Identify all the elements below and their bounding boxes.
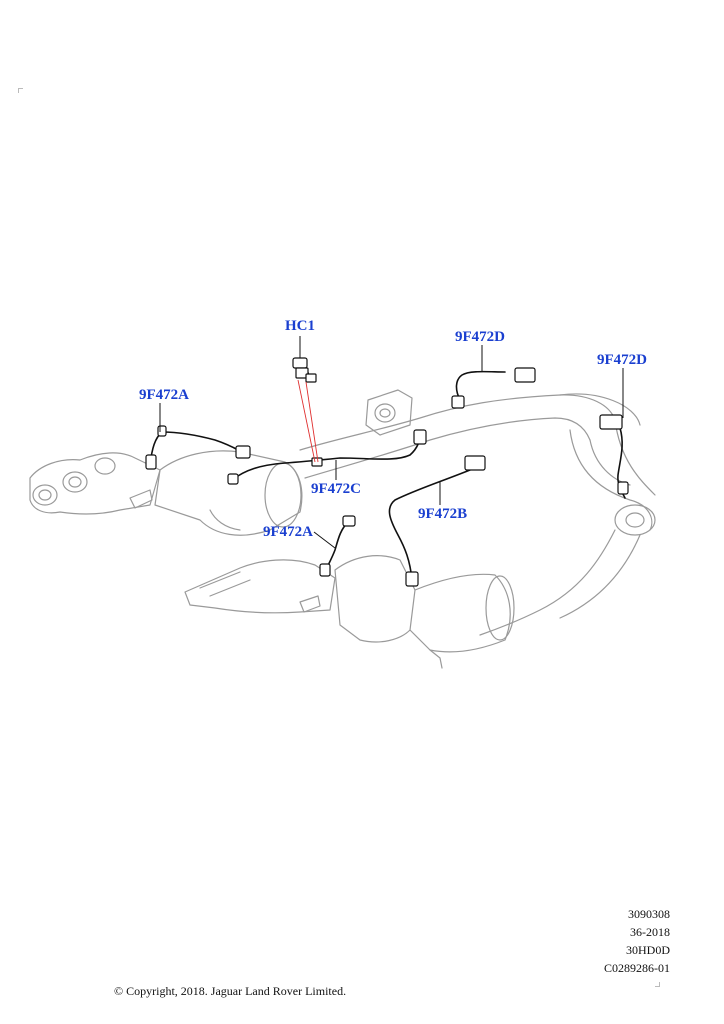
cable-9f472d-top — [455, 370, 506, 401]
hc1-sensor — [292, 357, 317, 383]
reference-line-4: C0289286-01 — [604, 961, 670, 975]
reference-line-2: 36-2018 — [630, 925, 670, 939]
reference-line-1: 3090308 — [628, 907, 670, 921]
callout-9f472a-lower[interactable]: 9F472A — [263, 524, 313, 540]
red-leader-hc1-left — [297, 379, 316, 463]
callout-hc1[interactable]: HC1 — [285, 318, 315, 334]
callout-9f472b[interactable]: 9F472B — [418, 506, 468, 522]
reference-block: 3090308 36-2018 30HD0D C0289286-01 — [560, 905, 670, 977]
upper-exhaust-pipe — [299, 393, 641, 479]
corner-mark-top-left — [18, 88, 23, 93]
copyright-notice: © Copyright, 2018. Jaguar Land Rover Lim… — [114, 984, 347, 998]
callout-9f472d-right[interactable]: 9F472D — [597, 352, 647, 368]
cable-9f472b — [388, 469, 471, 581]
sensor-9f472a-lower — [319, 515, 356, 577]
sensor-9f472d-right — [599, 414, 629, 495]
sensor-9f472b — [405, 455, 486, 587]
callout-9f472a-left[interactable]: 9F472A — [139, 387, 189, 403]
left-exhaust-manifold — [29, 452, 161, 515]
callout-9f472d-top[interactable]: 9F472D — [455, 329, 505, 345]
sensor-9f472c — [227, 429, 427, 485]
resonator-box — [365, 389, 413, 436]
cable-9f472c — [231, 434, 421, 481]
sensor-9f472a-upper — [145, 425, 251, 470]
reference-line-3: 30HD0D — [626, 943, 670, 957]
right-descending-pipe — [479, 419, 656, 636]
red-leader-hc1-right — [305, 381, 319, 463]
leader-9f472a-lower — [313, 531, 336, 549]
lower-exhaust-manifold — [184, 559, 336, 614]
callout-9f472c[interactable]: 9F472C — [311, 481, 361, 497]
cable-9f472a-upper — [149, 431, 243, 466]
sensor-9f472d-top — [451, 367, 536, 409]
lower-catalytic-converter — [334, 555, 515, 669]
